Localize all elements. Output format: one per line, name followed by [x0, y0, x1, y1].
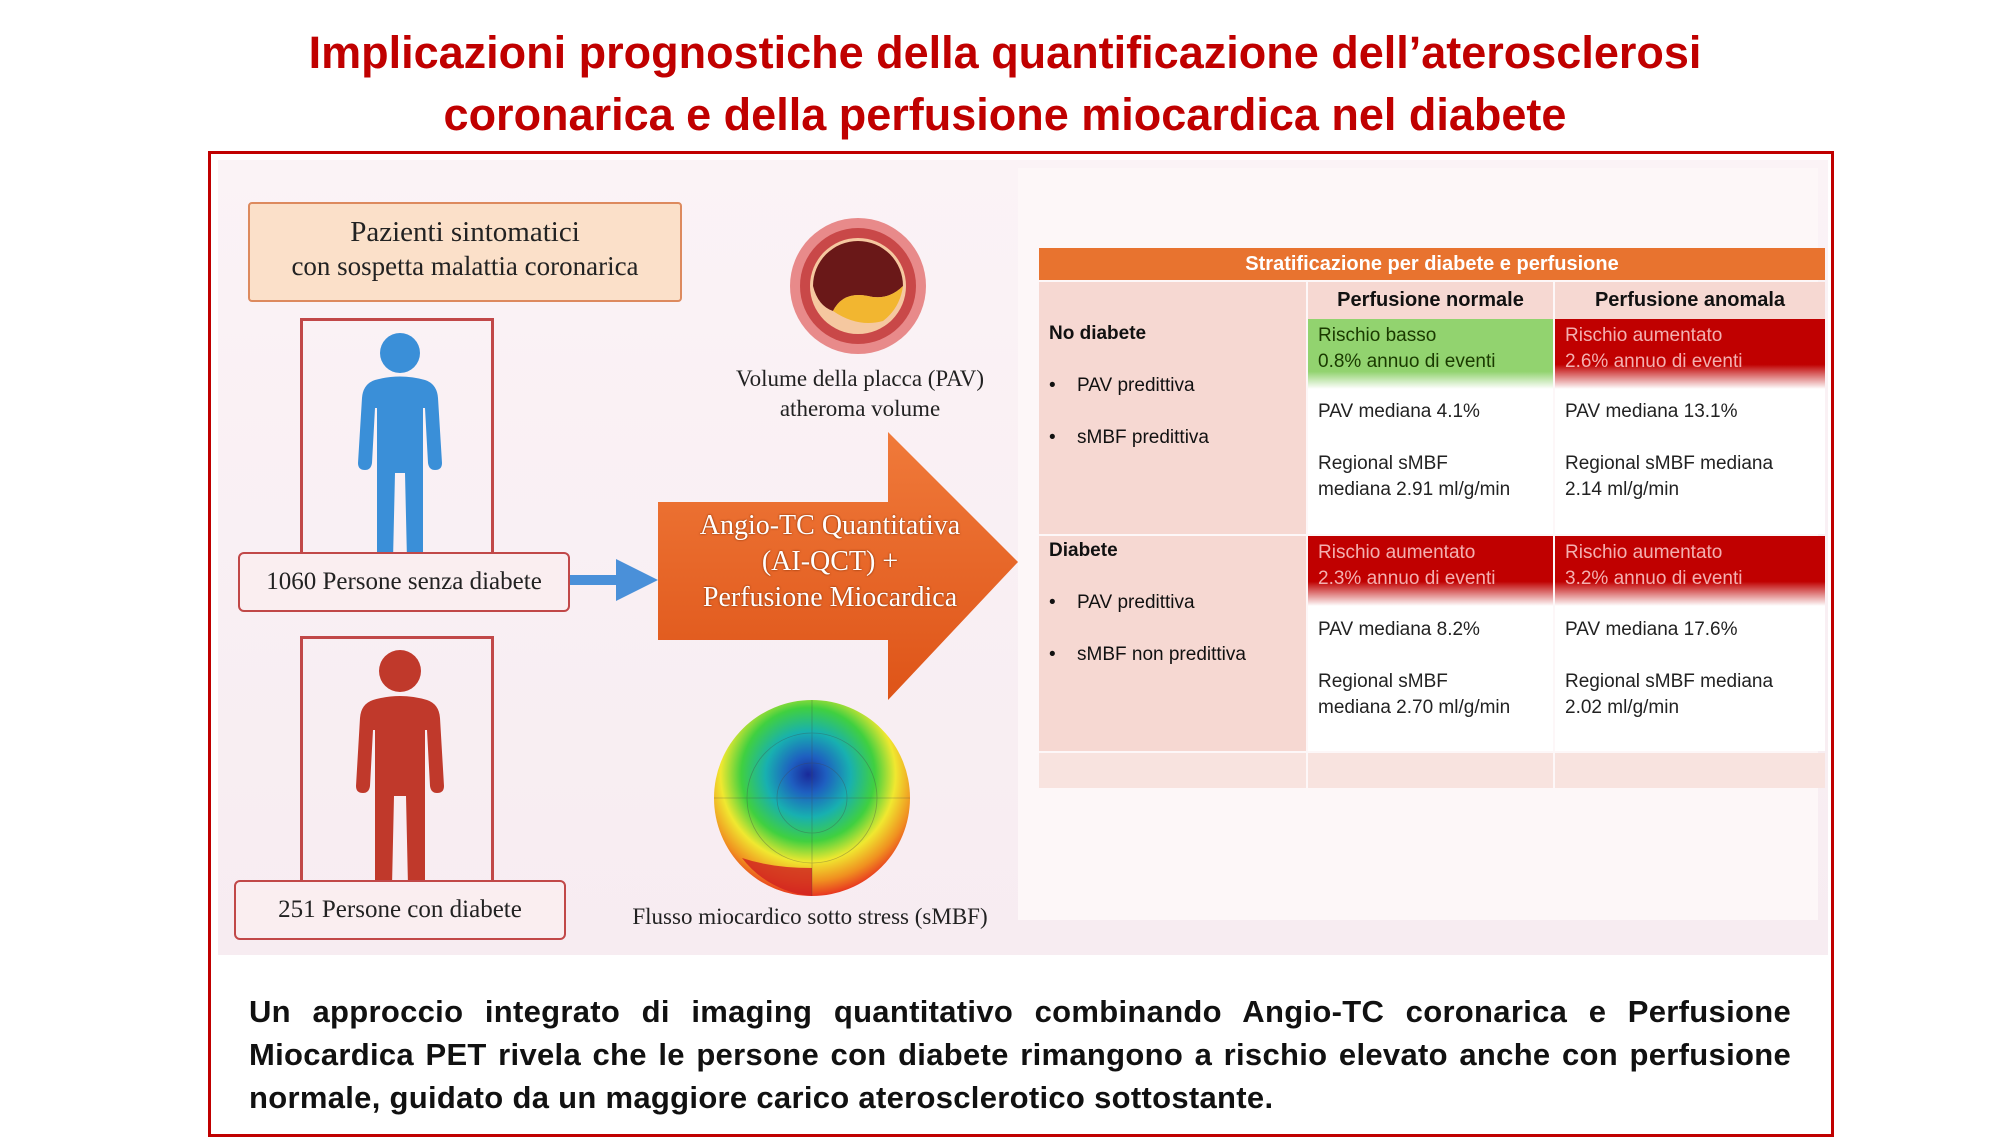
no-diabetes-count-label: 1060 Persone senza diabete — [238, 552, 570, 612]
row-title-no-diabetes: No diabete — [1049, 323, 1147, 344]
bullet-dot: • — [1049, 644, 1056, 665]
empty-row-cell — [1308, 753, 1553, 788]
bullet-dot: • — [1049, 592, 1056, 613]
bullet-pav-diabetes: PAV predittiva — [1077, 592, 1195, 613]
patients-box: Pazienti sintomatici con sospetta malatt… — [248, 202, 682, 302]
pav-no-diabetes-abnormal: PAV mediana 13.1% — [1565, 401, 1738, 422]
summary-text: Un approccio integrato di imaging quanti… — [249, 994, 1791, 1115]
plaque-caption: Volume della placca (PAV) atheroma volum… — [700, 364, 1020, 424]
patients-title: Pazienti sintomatici — [350, 216, 580, 248]
person-frame-diabetes — [300, 636, 494, 884]
bullet-smbf-no-diabetes: sMBF predittiva — [1077, 427, 1209, 448]
person-blue-icon — [358, 333, 442, 560]
artery-plaque-icon — [790, 218, 926, 354]
risk-badge-increased: Rischio aumentato 2.3% annuo di eventi — [1308, 536, 1553, 606]
pav-diabetes-abnormal: PAV mediana 17.6% — [1565, 619, 1738, 640]
smbf-line2: mediana 2.91 ml/g/min — [1318, 479, 1511, 500]
content-frame — [208, 151, 1834, 1137]
empty-row-cell — [1555, 753, 1825, 788]
risk-badge-increased: Rischio aumentato 2.6% annuo di eventi — [1555, 319, 1825, 389]
arrow-text-line3: Perfusione Miocardica — [702, 582, 958, 613]
smbf-no-diabetes-abnormal: Regional sMBF mediana 2.14 ml/g/min — [1565, 451, 1820, 503]
row-title-diabetes: Diabete — [1049, 540, 1118, 561]
smbf-line2: mediana 2.70 ml/g/min — [1318, 697, 1511, 718]
row-label-no-diabetes: No diabete • PAV predittiva • sMBF predi… — [1039, 319, 1306, 534]
risk-text: Rischio aumentato — [1318, 542, 1476, 563]
big-orange-arrow-icon — [658, 432, 1018, 700]
risk-badge-increased: Rischio aumentato 3.2% annuo di eventi — [1555, 536, 1825, 606]
risk-text: Rischio aumentato — [1565, 325, 1723, 346]
row-label-diabetes: Diabete • PAV predittiva • sMBF non pred… — [1039, 536, 1306, 751]
perfusion-polar-map-icon — [714, 700, 910, 896]
bullet-dot: • — [1049, 375, 1056, 396]
diabetes-count-label: 251 Persone con diabete — [234, 880, 566, 940]
risk-badge-low: Rischio basso 0.8% annuo di eventi — [1308, 319, 1553, 389]
smbf-no-diabetes-normal: Regional sMBF mediana 2.91 ml/g/min — [1318, 451, 1550, 503]
patients-subtitle: con sospetta malattia coronarica — [291, 251, 639, 281]
plaque-caption-line2: atheroma volume — [779, 396, 941, 421]
arrow-text: Angio-TC Quantitativa (AI-QCT) + Perfusi… — [660, 508, 1000, 616]
bullet-smbf-diabetes: sMBF non predittiva — [1077, 644, 1246, 665]
empty-row-label — [1039, 753, 1306, 788]
col-header-abnormal-perfusion: Perfusione anomala — [1555, 282, 1825, 319]
col-header-empty — [1039, 282, 1306, 319]
risk-rate: 2.3% annuo di eventi — [1318, 568, 1496, 589]
smbf-diabetes-normal: Regional sMBF mediana 2.70 ml/g/min — [1318, 669, 1550, 721]
pav-diabetes-normal: PAV mediana 8.2% — [1318, 619, 1480, 640]
smbf-line1: Regional sMBF — [1318, 453, 1448, 474]
smbf-line2: 2.02 ml/g/min — [1565, 697, 1680, 718]
smbf-diabetes-abnormal: Regional sMBF mediana 2.02 ml/g/min — [1565, 669, 1820, 721]
risk-text: Rischio basso — [1318, 325, 1437, 346]
title-line-2: coronarica e della perfusione miocardica… — [443, 89, 1567, 140]
risk-rate: 2.6% annuo di eventi — [1565, 351, 1743, 372]
bullet-dot: • — [1049, 427, 1056, 448]
risk-text: Rischio aumentato — [1565, 542, 1723, 563]
table-header: Stratificazione per diabete e perfusione — [1039, 248, 1825, 280]
smbf-line2: 2.14 ml/g/min — [1565, 479, 1680, 500]
blue-arrow-icon — [570, 559, 658, 601]
flow-caption: Flusso miocardico sotto stress (sMBF) — [632, 904, 988, 929]
risk-rate: 0.8% annuo di eventi — [1318, 351, 1496, 372]
bullet-pav-no-diabetes: PAV predittiva — [1077, 375, 1195, 396]
arrow-text-line1: Angio-TC Quantitativa — [699, 510, 961, 541]
smbf-line1: Regional sMBF mediana — [1565, 671, 1774, 692]
risk-rate: 3.2% annuo di eventi — [1565, 568, 1743, 589]
plaque-caption-line1: Volume della placca (PAV) — [735, 366, 985, 391]
smbf-line1: Regional sMBF mediana — [1565, 453, 1774, 474]
arrow-text-line2: (AI-QCT) + — [761, 546, 899, 577]
col-header-normal-perfusion: Perfusione normale — [1308, 282, 1553, 319]
person-frame-no-diabetes — [300, 318, 494, 558]
smbf-line1: Regional sMBF — [1318, 671, 1448, 692]
pav-no-diabetes-normal: PAV mediana 4.1% — [1318, 401, 1480, 422]
person-red-icon — [356, 650, 444, 886]
title-line-1: Implicazioni prognostiche della quantifi… — [308, 27, 1702, 78]
